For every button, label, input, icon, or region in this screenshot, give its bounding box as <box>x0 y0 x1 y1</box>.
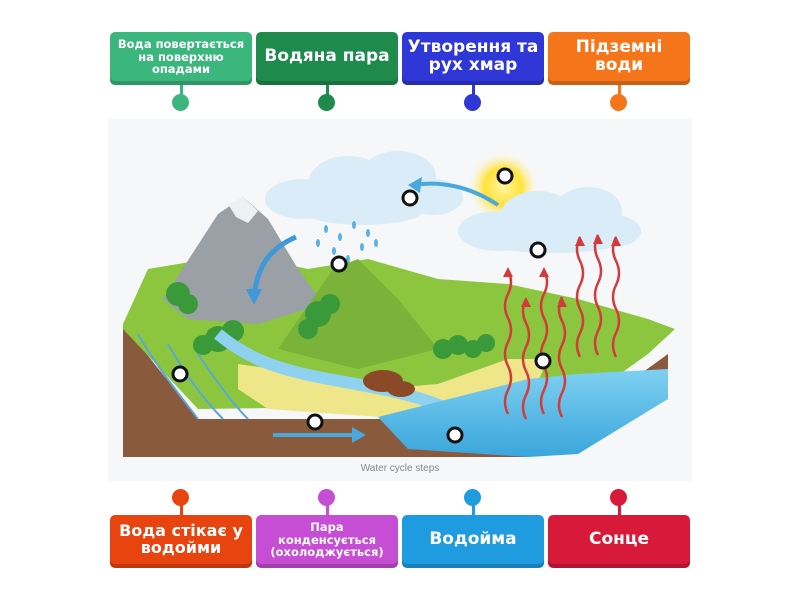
label-sun[interactable]: Сонце <box>548 515 690 568</box>
label-reservoir-stem <box>472 504 475 515</box>
hill-icon <box>278 259 438 369</box>
hotspot-precipitation[interactable] <box>330 255 348 273</box>
mountain-icon <box>163 197 323 324</box>
hotspot-cloud-movement[interactable] <box>401 189 419 207</box>
label-precipitation[interactable]: Вода повертається на поверхню опадами <box>110 32 252 85</box>
label-sun-anchor[interactable] <box>610 489 627 506</box>
water-cycle-diagram: Water cycle steps <box>108 119 692 481</box>
label-cloud-formation[interactable]: Утворення та рух хмар <box>402 32 544 85</box>
evaporation-arrows-icon <box>503 234 621 420</box>
label-runoff-anchor[interactable] <box>172 489 189 506</box>
label-groundwater-anchor[interactable] <box>610 94 627 111</box>
label-precipitation-anchor[interactable] <box>172 94 189 111</box>
hotspot-sun[interactable] <box>496 167 514 185</box>
hotspot-runoff[interactable] <box>306 413 324 431</box>
cloud-left-icon <box>265 151 463 225</box>
groundwater-lines-icon <box>137 333 249 420</box>
label-water-vapor[interactable]: Водяна пара <box>256 32 398 85</box>
water-cycle-illustration <box>123 151 675 457</box>
label-sun-stem <box>618 504 621 515</box>
hotspot-lake[interactable] <box>446 426 464 444</box>
label-condensation-anchor[interactable] <box>318 489 335 506</box>
label-cloud-formation-anchor[interactable] <box>464 94 481 111</box>
hotspot-groundwater[interactable] <box>171 365 189 383</box>
label-condensation[interactable]: Пара конденсується (охолоджується) <box>256 515 398 568</box>
label-groundwater[interactable]: Підземні води <box>548 32 690 85</box>
diagram-caption: Water cycle steps <box>360 463 440 474</box>
label-water-vapor-stem <box>326 85 329 96</box>
label-precipitation-stem <box>180 85 183 96</box>
river-icon <box>214 329 451 415</box>
label-condensation-stem <box>326 504 329 515</box>
hotspot-condensation[interactable] <box>529 241 547 259</box>
label-reservoir[interactable]: Водойма <box>402 515 544 568</box>
label-reservoir-anchor[interactable] <box>464 489 481 506</box>
label-runoff[interactable]: Вода стікає у водойми <box>110 515 252 568</box>
hotspot-evaporation[interactable] <box>534 352 552 370</box>
bushes-icon <box>166 282 495 359</box>
label-runoff-stem <box>180 504 183 515</box>
label-cloud-formation-stem <box>472 85 475 96</box>
rocks-icon <box>363 370 415 397</box>
label-water-vapor-anchor[interactable] <box>318 94 335 111</box>
label-groundwater-stem <box>618 85 621 96</box>
